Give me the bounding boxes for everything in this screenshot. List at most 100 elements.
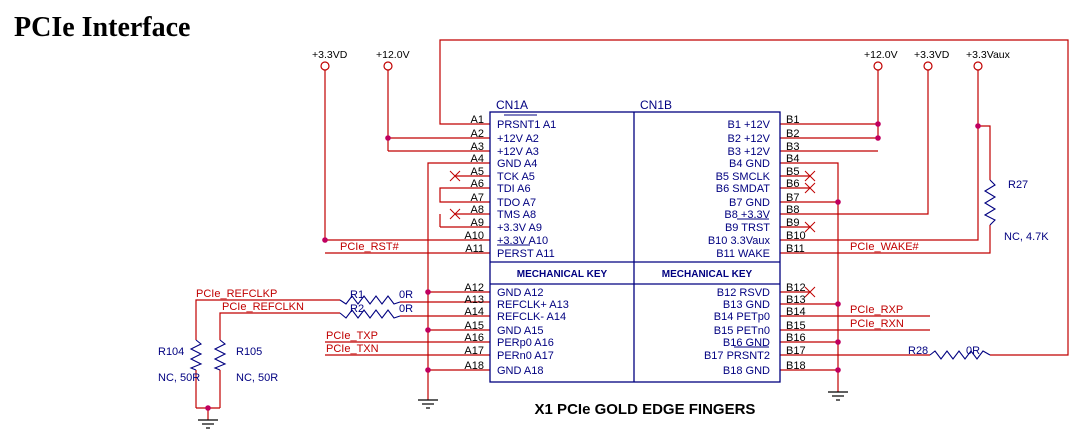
pin-signal-a: +3.3V A10 xyxy=(497,235,548,247)
net-pcie-txp: PCIe_TXP xyxy=(326,330,378,342)
pin-number-b: B4 xyxy=(786,153,799,165)
pin-number-b: B10 xyxy=(786,230,806,242)
ground-symbols xyxy=(198,391,848,429)
pin-number-a: A9 xyxy=(471,217,484,229)
pin-number-b: B8 xyxy=(786,204,799,216)
pin-number-a: A13 xyxy=(464,294,484,306)
cn1b-label: CN1B xyxy=(640,98,672,112)
net-pcie-rxp: PCIe_RXP xyxy=(850,304,903,316)
pin-signal-b: B12 RSVD xyxy=(717,287,770,299)
r28-symbol xyxy=(929,350,991,360)
pin-signal-a: GND A12 xyxy=(497,287,543,299)
pin-signal-b: B16 GND xyxy=(723,337,770,349)
pin-signal-a: PERp0 A16 xyxy=(497,337,554,349)
pin-number-b: B1 xyxy=(786,114,799,126)
pin-signal-a: REFCLK- A14 xyxy=(497,311,566,323)
pin-signal-b: B14 PETp0 xyxy=(714,311,770,323)
pin-signal-b: B10 3.3Vaux xyxy=(708,235,771,247)
schematic-caption: X1 PCIe GOLD EDGE FINGERS xyxy=(535,401,756,418)
r1-ref: R1 xyxy=(350,289,364,301)
pin-number-a: A2 xyxy=(471,128,484,140)
pin-signal-a: PERST A11 xyxy=(497,248,555,260)
pin-signal-a: TCK A5 xyxy=(497,171,535,183)
pin-number-b: B6 xyxy=(786,178,799,190)
pin-signal-b: B3 +12V xyxy=(727,146,770,158)
pin-signal-b: B15 PETn0 xyxy=(714,325,770,337)
pin-number-b: B17 xyxy=(786,345,806,357)
net-pcie-rst: PCIe_RST# xyxy=(340,241,400,253)
r105-ref: R105 xyxy=(236,346,262,358)
resistor-symbols xyxy=(189,179,997,371)
pin-signal-b: B4 GND xyxy=(729,158,770,170)
r27-symbol xyxy=(983,179,997,226)
pin-number-b: B16 xyxy=(786,332,806,344)
r2-ref: R2 xyxy=(350,303,364,315)
ground-right-icon xyxy=(828,391,848,401)
pin-signal-a: TMS A8 xyxy=(497,209,536,221)
pin-signal-b: B2 +12V xyxy=(727,133,770,145)
pin-number-a: A4 xyxy=(471,153,484,165)
pin-number-a: A14 xyxy=(464,306,484,318)
r105-symbol xyxy=(213,339,227,371)
r104-ref: R104 xyxy=(158,346,184,358)
r28-value: 0R xyxy=(966,345,980,357)
page-title: PCIe Interface xyxy=(14,12,191,43)
pin-number-a: A12 xyxy=(464,282,484,294)
pin-number-a: A11 xyxy=(465,243,484,255)
pin-number-a: A15 xyxy=(464,320,484,332)
net-pcie-wake: PCIe_WAKE# xyxy=(850,241,920,253)
power-12v-right-icon xyxy=(873,61,883,71)
r104-symbol xyxy=(189,339,203,371)
pin-number-b: B14 xyxy=(786,306,806,318)
r27-ref: R27 xyxy=(1008,179,1028,191)
pin-number-b: B7 xyxy=(786,192,799,204)
pin-signal-a: TDO A7 xyxy=(497,197,536,209)
pin-number-a: A5 xyxy=(471,166,484,178)
pin-number-b: B3 xyxy=(786,141,799,153)
pin-signal-a: TDI A6 xyxy=(497,183,531,195)
wires xyxy=(195,39,1069,420)
pin-signal-b: B13 GND xyxy=(723,299,770,311)
net-pcie-txn: PCIe_TXN xyxy=(326,343,379,355)
net-pcie-refclkp: PCIe_REFCLKP xyxy=(196,288,277,300)
pin-signal-b: B17 PRSNT2 xyxy=(704,350,770,362)
mech-key-left: MECHANICAL KEY xyxy=(517,269,608,280)
pin-number-a: A17 xyxy=(464,345,484,357)
pin-number-b: B2 xyxy=(786,128,799,140)
pin-number-a: A6 xyxy=(471,178,484,190)
pin-number-b: B13 xyxy=(786,294,806,306)
r2-symbol xyxy=(339,309,401,319)
pin-number-a: A16 xyxy=(464,332,484,344)
net-pcie-rxn: PCIe_RXN xyxy=(850,318,904,330)
pin-signal-a: GND A15 xyxy=(497,325,543,337)
r1-symbol xyxy=(339,295,401,305)
pin-number-a: A3 xyxy=(471,141,484,153)
pin-number-a: A10 xyxy=(464,230,484,242)
pin-number-b: B11 xyxy=(786,243,805,255)
power-12v-left-icon xyxy=(383,61,393,71)
power-12v-right-label: +12.0V xyxy=(864,49,898,61)
pin-signal-b: B18 GND xyxy=(723,365,770,377)
no-connect-marks xyxy=(449,170,816,298)
r105-value: NC, 50R xyxy=(236,372,278,384)
pin-number-a: A18 xyxy=(464,360,484,372)
pin-number-b: B15 xyxy=(786,320,806,332)
pin-signal-b: B9 TRST xyxy=(725,222,770,234)
r28-ref: R28 xyxy=(908,345,928,357)
pin-signal-a: PERn0 A17 xyxy=(497,350,554,362)
pin-number-b: B18 xyxy=(786,360,806,372)
junction-dots xyxy=(205,121,981,411)
r2-value: 0R xyxy=(399,303,413,315)
pin-number-b: B9 xyxy=(786,217,799,229)
pin-number-b: B5 xyxy=(786,166,799,178)
power-12v-left-label: +12.0V xyxy=(376,49,410,61)
pin-signal-b: B5 SMCLK xyxy=(716,171,771,183)
pin-signal-b: B11 WAKE xyxy=(716,248,770,260)
cn1a-label: CN1A xyxy=(496,98,528,112)
power-3v3d-right-label: +3.3VD xyxy=(914,49,950,61)
power-3v3aux-icon xyxy=(973,61,983,71)
pin-number-b: B12 xyxy=(786,282,806,294)
pin-signal-b: B7 GND xyxy=(729,197,770,209)
power-3v3d-left-label: +3.3VD xyxy=(312,49,348,61)
